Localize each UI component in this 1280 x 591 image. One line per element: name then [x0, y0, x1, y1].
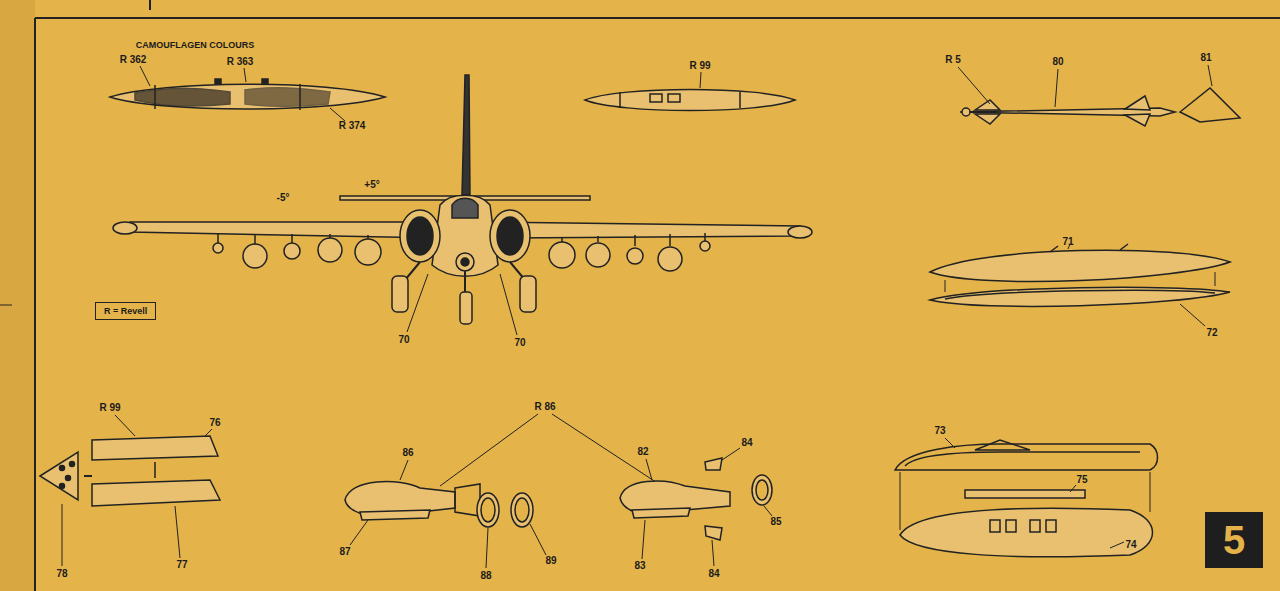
- callout-number: 85: [770, 517, 781, 527]
- missile: [958, 65, 1240, 126]
- callout-number: 84: [708, 569, 719, 579]
- callout-number: 86: [402, 448, 413, 458]
- callout-number: 83: [634, 561, 645, 571]
- page-number-box: 5: [1205, 512, 1263, 568]
- callout-number: R 5: [945, 55, 961, 65]
- leader-lines: [140, 66, 345, 121]
- callout-number: 70: [514, 338, 525, 348]
- box-text: 5: [1223, 520, 1245, 560]
- drop-tank: [585, 72, 795, 111]
- box-text: R = Revell: [104, 306, 147, 316]
- camouflage-tank: [110, 79, 385, 110]
- callout-number: 71: [1062, 237, 1073, 247]
- callout-number: 73: [934, 426, 945, 436]
- callout-number: 87: [339, 547, 350, 557]
- callout-number: 89: [545, 556, 556, 566]
- callout-number: 74: [1125, 540, 1136, 550]
- callout-number: R 99: [689, 61, 710, 71]
- legend-box: R = Revell: [95, 302, 156, 320]
- callout-number: +5°: [364, 180, 379, 190]
- bomb: [620, 448, 772, 566]
- callout-number: R 374: [339, 121, 366, 131]
- callout-number: 77: [176, 560, 187, 570]
- callout-number: R 363: [227, 57, 254, 67]
- aircraft-front-view: [113, 75, 812, 324]
- drop-tank-halves: [930, 244, 1230, 326]
- callout-number: 76: [209, 418, 220, 428]
- callout-number: 70: [398, 335, 409, 345]
- gun-pod: [895, 438, 1158, 557]
- callout-number: -5°: [277, 193, 290, 203]
- callout-number: R 86: [534, 402, 555, 412]
- callout-number: 88: [480, 571, 491, 581]
- callout-number: 84: [741, 438, 752, 448]
- callout-number: 80: [1052, 57, 1063, 67]
- callout-number: R 99: [99, 403, 120, 413]
- bomb: [345, 414, 665, 568]
- callout-number: 72: [1206, 328, 1217, 338]
- left-strip: [0, 0, 35, 591]
- callout-number: 75: [1076, 475, 1087, 485]
- leader-lines: [407, 274, 517, 335]
- callout-number: 82: [637, 447, 648, 457]
- heading-label: CAMOUFLAGEN COLOURS: [136, 41, 255, 50]
- callout-number: R 362: [120, 55, 147, 65]
- rocket-pod: [40, 415, 220, 566]
- callout-number: 78: [56, 569, 67, 579]
- callout-number: 81: [1200, 53, 1211, 63]
